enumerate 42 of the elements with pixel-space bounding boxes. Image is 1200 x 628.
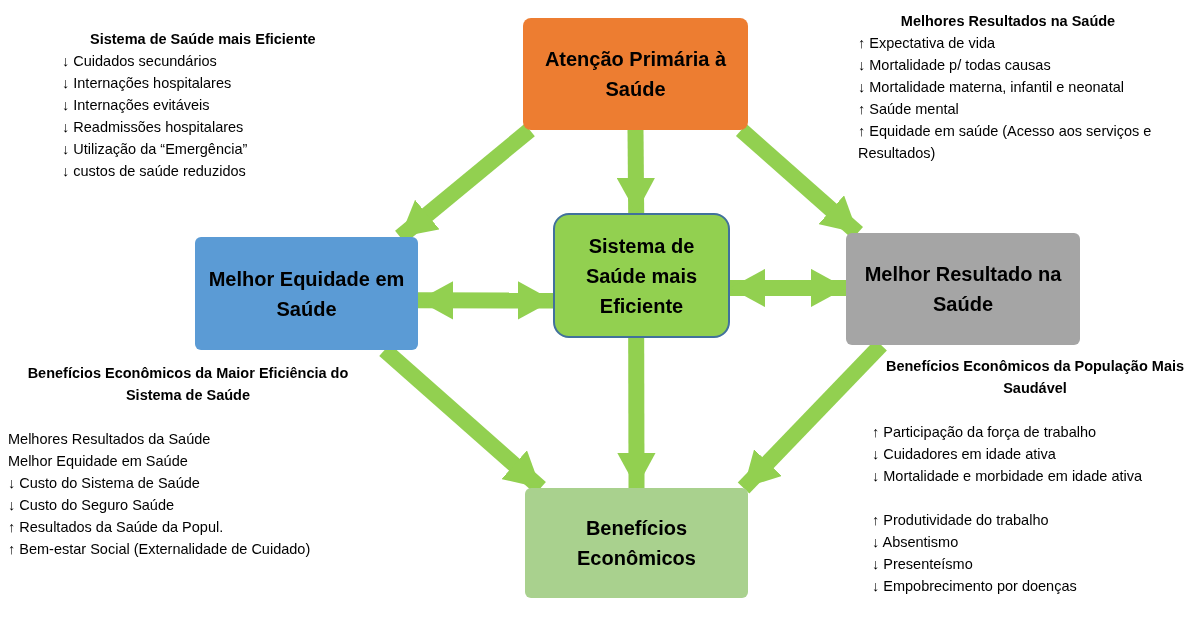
list-item: ↓ Mortalidade p/ todas causas	[858, 56, 1052, 75]
section-heading: Melhores Resultados na Saúde	[899, 12, 1117, 31]
list-item: ↓ Custo do Seguro Saúde	[8, 496, 176, 515]
box-title: Sistema de Saúde mais Eficiente	[584, 233, 699, 319]
list-item: ↑ Bem-estar Social (Externalidade de Cuidado)	[8, 540, 312, 559]
section-heading: Sistema de Saúde mais Eficiente	[89, 30, 317, 49]
list-item: ↑ Saúde mental	[858, 100, 960, 119]
list-item: ↑ Produtividade do trabalho	[872, 511, 1050, 530]
block-arrow	[730, 268, 846, 308]
list-item: ↑ Equidade em saúde (Acesso aos serviços e Resultados)	[858, 122, 1153, 163]
section-heading: Benefícios Econômicos da População Mais Saudável	[884, 357, 1186, 398]
list-item: Melhores Resultados da Saúde	[8, 430, 212, 449]
box-title: Melhor Equidade em Saúde	[207, 266, 406, 322]
list-item: ↓ Readmissões hospitalares	[62, 118, 245, 137]
list-item: Melhor Equidade em Saúde	[8, 452, 189, 471]
block-arrow	[418, 281, 553, 320]
list-item: ↓ Mortalidade materna, infantil e neonatal	[858, 78, 1125, 97]
list-item: ↓ Presenteísmo	[872, 555, 974, 574]
list-item: ↑ Expectativa de vida	[858, 34, 997, 53]
list-item: ↓ Utilização da “Emergência”	[62, 140, 249, 159]
box-title: Atenção Primária à Saúde	[543, 47, 728, 102]
box-title: Benefícios Econômicos	[576, 516, 697, 571]
process-box	[195, 237, 418, 350]
process-box	[553, 213, 730, 338]
list-item: ↓ Empobrecimento por doenças	[872, 577, 1078, 596]
list-item: ↓ Internações hospitalares	[62, 74, 233, 93]
list-item: ↓ Cuidados secundários	[62, 52, 218, 71]
process-box	[525, 488, 748, 598]
list-item: ↓ Custo do Sistema de Saúde	[8, 474, 201, 493]
list-item: ↓ Absentismo	[872, 533, 960, 552]
list-item: ↓ Mortalidade e morbidade em idade ativa	[872, 467, 1143, 486]
process-box	[846, 233, 1080, 345]
box-title: Melhor Resultado na Saúde	[863, 262, 1063, 317]
list-item: ↑ Participação da força de trabalho	[872, 423, 1098, 442]
list-item: ↓ Cuidadores em idade ativa	[872, 445, 1057, 464]
block-arrow	[617, 337, 656, 489]
block-arrow	[616, 129, 656, 214]
list-item: ↓ custos de saúde reduzidos	[62, 162, 247, 181]
list-item: ↑ Resultados da Saúde da Popul.	[8, 518, 225, 537]
process-box	[523, 18, 748, 130]
list-item: ↓ Internações evitáveis	[62, 96, 211, 115]
section-heading: Benefícios Econômicos da Maior Eficiência do Sistema de Saúde	[26, 364, 350, 405]
